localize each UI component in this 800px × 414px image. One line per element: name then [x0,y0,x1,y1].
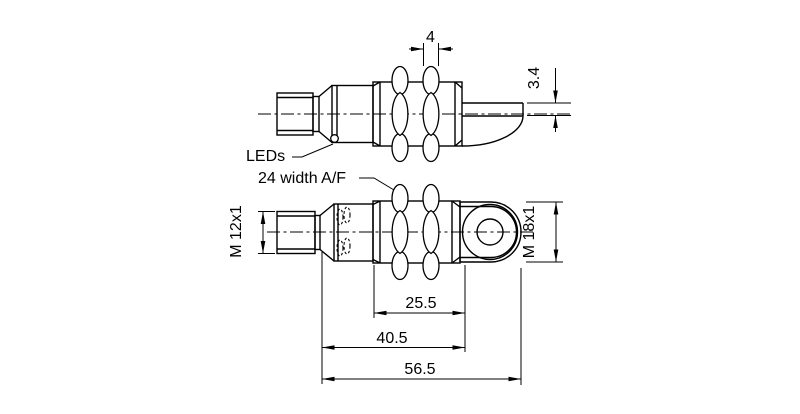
dim-nut-thickness-value: 4 [426,29,435,46]
threaded-barrel-side [372,81,463,147]
taper-cone-side [318,84,333,144]
dim-barrel-thread-value: M 18x1 [521,206,538,259]
taper-cone-face [319,203,335,262]
leds-label: LEDs [246,148,285,165]
connector-plug-side [276,92,320,136]
hex-nut-1-face [391,183,409,281]
leds-leader-line [292,143,334,158]
hex-nut-1-side [391,65,409,163]
housing-body-face [333,203,374,262]
dim-housing-length: 40.5 [321,252,465,384]
hidden-led-windows [336,206,351,257]
dim-housing-length-value: 40.5 [376,330,407,347]
bottom-view-face-profile [267,183,534,281]
dim-connector-thread-value: M 12x1 [228,205,245,258]
sensing-tab-side [461,102,524,147]
top-view-side-profile [258,65,571,163]
dim-thread-length: 25.5 [373,265,466,352]
sensing-face-inner-circle [476,218,504,246]
dim-thread-length-value: 25.5 [405,295,436,312]
dim-connector-thread: M 12x1 [228,205,275,258]
dim-nut-thickness: 4 [409,29,453,66]
dim-tab-thickness: 3.4 [526,67,571,132]
dim-barrel-thread: M 18x1 [521,201,563,263]
sensing-head [459,201,522,263]
leds-callout: LEDs [246,143,334,165]
dim-overall-length: 56.5 [322,268,522,385]
wrench-width-callout: 24 width A/F [258,170,395,191]
wrench-width-leader-line [359,177,395,191]
hex-nut-2-side [422,65,440,163]
dim-tab-thickness-value: 3.4 [526,67,543,89]
led-indicator-window [330,134,339,143]
dim-overall-length-value: 56.5 [404,361,435,378]
sensing-face-outer-circle [461,203,519,261]
connector-plug-face [276,210,321,255]
hex-nut-2-face [422,183,440,281]
wrench-width-label: 24 width A/F [258,170,346,187]
